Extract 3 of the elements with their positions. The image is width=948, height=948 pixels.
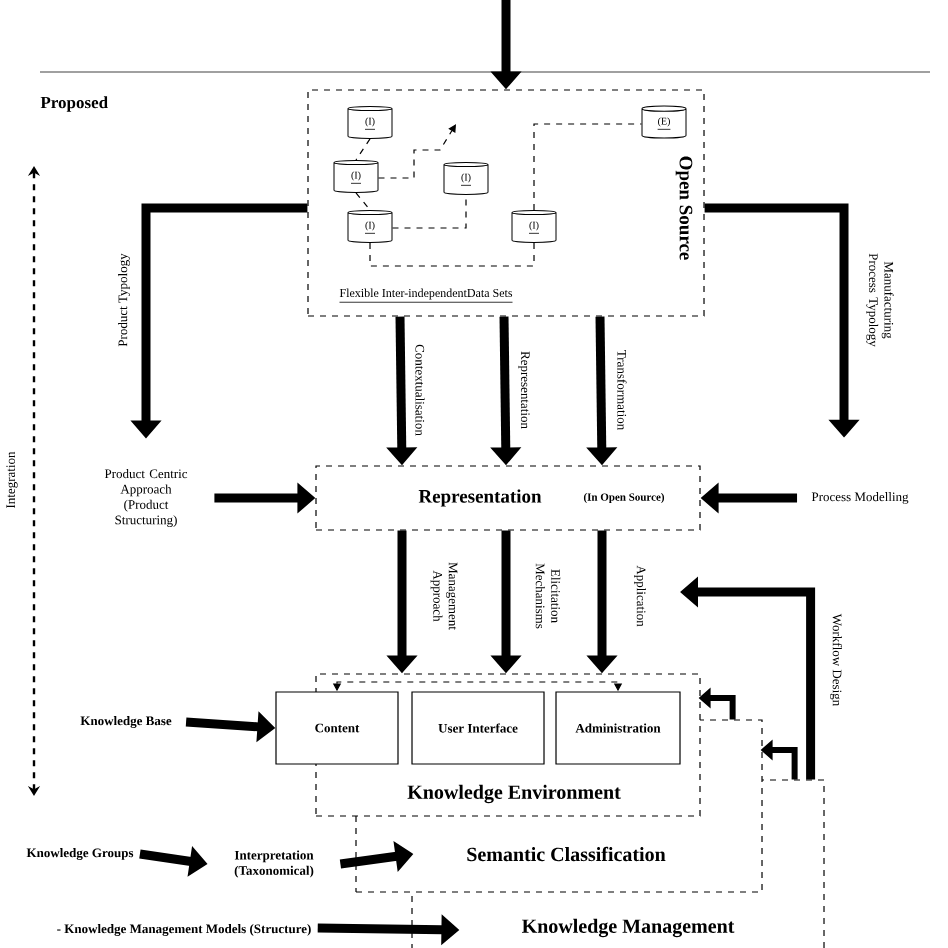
section-label: Proposed	[40, 96, 108, 112]
arrow	[377, 124, 456, 179]
arrow	[391, 194, 467, 229]
